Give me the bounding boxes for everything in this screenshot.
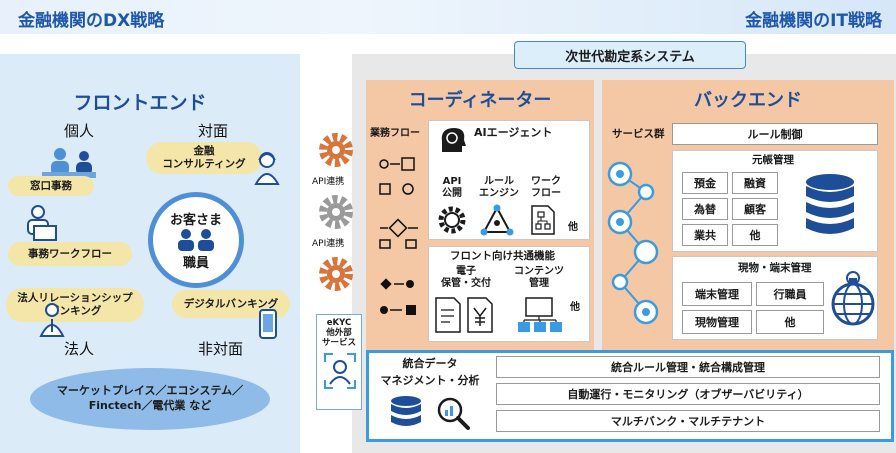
workflow-line2: フロー	[531, 188, 561, 199]
ledger-cell-common: 業共	[682, 224, 728, 246]
cash-cell-terminal: 端末管理	[682, 282, 752, 306]
customer-label: お客さま	[169, 213, 222, 228]
header-bar	[0, 0, 896, 34]
settings-gear-icon	[438, 206, 466, 234]
ekyc-line2: 他外部	[326, 327, 352, 338]
it-strategy-title: 金融機関のIT戦略	[745, 11, 882, 31]
ledger-cell-loan: 融資	[732, 172, 778, 194]
rule-engine-line2: エンジン	[479, 188, 519, 199]
e-storage-line2: 保管・交付	[441, 278, 491, 289]
cash-cell-other: 他	[756, 310, 824, 334]
label-non-face-to-face: 非対面	[198, 340, 244, 358]
ekyc-line1: eKYC	[326, 318, 352, 328]
database-icon	[391, 396, 421, 426]
database-icon	[806, 174, 854, 234]
label-corporate: 法人	[64, 340, 95, 358]
ledger-cell-deposit: 預金	[682, 172, 728, 194]
ekyc-external-service: eKYC 他外部 サービス	[316, 314, 362, 410]
cash-cell-staff: 行職員	[756, 282, 824, 306]
contents-management-label: コンテンツ 管理	[512, 266, 566, 290]
frontend-title: フロントエンド	[73, 92, 207, 114]
rule-engine-label: ルール エンジン	[472, 176, 526, 200]
workflow-line1: ワーク	[531, 176, 561, 187]
contents-management-line2: 管理	[529, 278, 549, 289]
cash-terminal-title: 現物・端末管理	[738, 262, 812, 274]
marketplace-line2: Finctech／電代業 など	[88, 399, 212, 412]
pill-consulting-line1: 金融	[193, 145, 215, 158]
smartphone-icon	[259, 309, 277, 339]
front-other-label: 他	[570, 302, 580, 313]
e-storage-label: 電子 保管・交付	[438, 266, 494, 290]
ai-agent-label: AIエージェント	[474, 126, 553, 139]
customer-staff-circle: お客さま 職員	[148, 192, 244, 288]
next-gen-core-system-title: 次世代勘定系システム	[514, 41, 746, 69]
dx-strategy-title: 金融機関のDX戦略	[18, 11, 165, 31]
rule-control-box: ルール制御	[672, 123, 878, 145]
ledger-cell-customer: 顧客	[732, 198, 778, 220]
face-scan-icon	[324, 353, 356, 390]
pill-relationship-line2: バンキング	[48, 305, 102, 317]
network-triangle-icon	[480, 204, 514, 236]
api-publish-line1: API	[442, 176, 462, 187]
label-individual: 個人	[64, 122, 95, 140]
pill-corporate-relationship: 法人リレーションシップ バンキング	[6, 288, 144, 322]
workflow-label: ワーク フロー	[526, 176, 566, 200]
pill-teller: 窓口事務	[8, 176, 94, 196]
office-worker-icon	[27, 205, 57, 241]
label-face-to-face: 対面	[198, 122, 229, 140]
integrated-rule-config-bar: 統合ルール管理・統合構成管理	[496, 356, 880, 378]
gear-icon	[319, 195, 353, 229]
multibank-multitenant-bar: マルチバンク・マルチテナント	[496, 410, 880, 432]
cash-cell-physical: 現物管理	[682, 310, 752, 334]
automation-monitoring-bar: 自動運行・モニタリング（オブザーバビリティ）	[496, 383, 880, 405]
data-management-line2: マネジメント・分析	[380, 373, 480, 387]
business-flow-label: 業務フロー	[370, 128, 420, 139]
pill-financial-consulting: 金融 コンサルティング	[146, 142, 262, 174]
marketplace-ecosystem: マーケットプレイス／エコシステム／ Finctech／電代業 など	[30, 368, 270, 430]
data-management-title: 統合データ マネジメント・分析	[380, 356, 480, 389]
search-analytics-icon	[437, 397, 470, 430]
gear-icon	[319, 133, 353, 167]
e-storage-line1: 電子	[456, 266, 476, 277]
backend-title: バックエンド	[694, 90, 802, 111]
contents-management-line1: コンテンツ	[514, 266, 564, 277]
data-management-line1: 統合データ	[402, 357, 458, 370]
gear-icon	[319, 257, 353, 291]
ai-other-label: 他	[568, 222, 578, 233]
service-group-label: サービス群	[612, 128, 665, 140]
teller-people-icon	[42, 148, 96, 178]
pill-consulting-line2: コンサルティング	[162, 158, 246, 170]
rule-engine-line1: ルール	[484, 176, 514, 187]
flow-diagram-icon	[379, 157, 418, 315]
businessperson-icon	[39, 303, 65, 337]
customer-staff-people-icon	[178, 229, 214, 251]
service-nodes-icon	[607, 161, 659, 325]
ekyc-line3: サービス	[321, 337, 356, 348]
api-link-label-2: API連携	[312, 239, 345, 249]
globe-network-icon	[831, 271, 875, 326]
ai-brain-head-icon	[441, 128, 466, 152]
staff-label: 職員	[182, 256, 209, 271]
ledger-cell-exchange: 為替	[682, 198, 728, 220]
front-common-functions-title: フロント向け共通機能	[450, 250, 555, 262]
ledger-management-title: 元帳管理	[752, 154, 794, 166]
api-publish-label: API 公開	[432, 176, 472, 200]
workflow-document-icon	[531, 205, 555, 235]
api-publish-line2: 公開	[442, 188, 462, 199]
coordinator-title: コーディネーター	[408, 90, 552, 111]
pill-relationship-line1: 法人リレーションシップ	[17, 292, 133, 305]
api-link-label-1: API連携	[312, 177, 345, 187]
headset-operator-icon	[254, 152, 280, 185]
content-management-icon	[518, 297, 562, 332]
marketplace-line1: マーケットプレイス／エコシステム／	[56, 384, 244, 398]
ledger-cell-other: 他	[732, 224, 778, 246]
document-yen-icon	[435, 297, 493, 333]
pill-office-workflow: 事務ワークフロー	[8, 242, 132, 266]
